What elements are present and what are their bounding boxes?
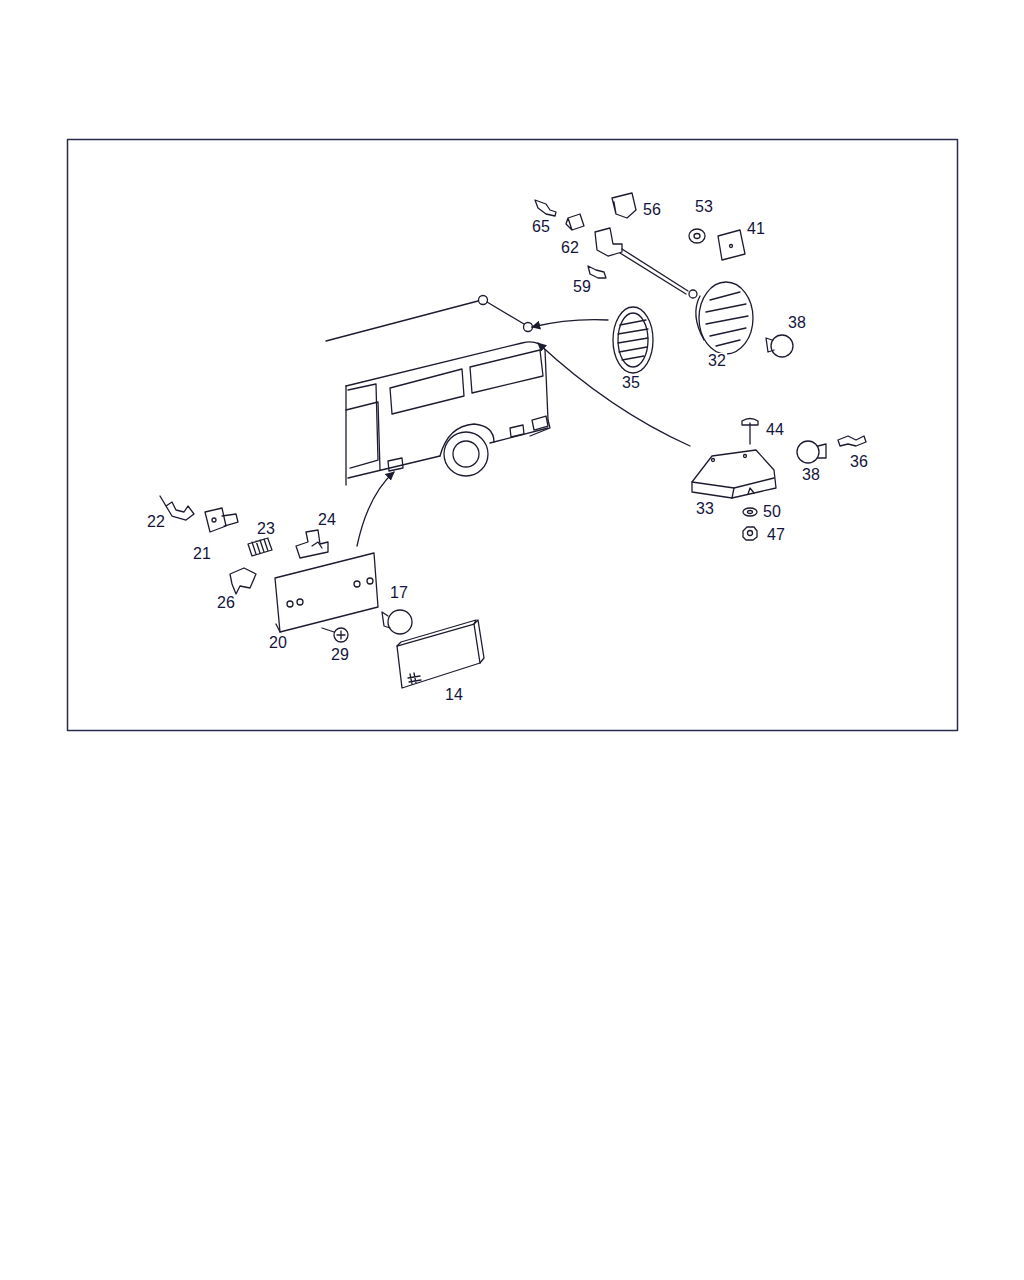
washer	[689, 229, 705, 243]
screw	[322, 628, 348, 642]
gasket-hole	[730, 245, 733, 248]
callout-number: 62	[560, 240, 580, 256]
callout-number: 56	[642, 202, 662, 218]
callout-number: 44	[765, 422, 785, 438]
spring	[248, 538, 272, 556]
terminal	[588, 266, 606, 278]
nut	[743, 527, 757, 540]
leader-arrow	[357, 472, 394, 546]
callout-number: 50	[762, 504, 782, 520]
bulb-socket	[205, 508, 238, 532]
callout-number: 32	[707, 353, 727, 369]
callout-number: 20	[268, 635, 288, 651]
lamp-lens	[613, 307, 653, 373]
connector-plug	[595, 228, 622, 256]
bulb	[382, 610, 412, 634]
callout-number: 47	[766, 527, 786, 543]
vehicle-outline	[326, 296, 550, 486]
screw	[742, 419, 758, 445]
callout-number: 38	[801, 467, 821, 483]
leader-arrow	[532, 320, 608, 327]
callout-number: 33	[695, 501, 715, 517]
clip	[312, 542, 322, 548]
bulb	[797, 441, 826, 463]
clip	[296, 530, 328, 558]
nut-hole	[748, 531, 753, 536]
lamp-plate	[275, 553, 378, 632]
callout-number: 23	[256, 521, 276, 537]
callout-number: 22	[146, 514, 166, 530]
callout-number: 35	[621, 375, 641, 391]
callout-number: 26	[216, 595, 236, 611]
retainer	[230, 568, 256, 594]
callout-number: 24	[317, 512, 337, 528]
washer	[743, 508, 757, 516]
terminal	[535, 200, 556, 216]
washer-hole	[748, 511, 753, 514]
marker-lamp-housing	[692, 450, 776, 498]
washer-hole	[694, 234, 700, 239]
callout-number: 53	[694, 199, 714, 215]
callout-number: 29	[330, 647, 350, 663]
connector-cap	[566, 214, 584, 230]
callout-number: 36	[849, 454, 869, 470]
callout-number: 14	[444, 687, 464, 703]
work-lamp	[620, 249, 753, 354]
gasket	[718, 230, 745, 260]
callout-number: 17	[389, 585, 409, 601]
terminal	[838, 436, 866, 446]
callout-number: 41	[746, 221, 766, 237]
callout-number: 38	[787, 315, 807, 331]
leader-arrow	[538, 343, 690, 446]
bulb	[766, 335, 793, 357]
connector-housing	[612, 193, 636, 218]
callout-number: 21	[192, 546, 212, 562]
callout-number: 65	[531, 219, 551, 235]
frame	[68, 140, 958, 731]
callout-number: 59	[572, 279, 592, 295]
lamp-lens	[397, 620, 484, 688]
